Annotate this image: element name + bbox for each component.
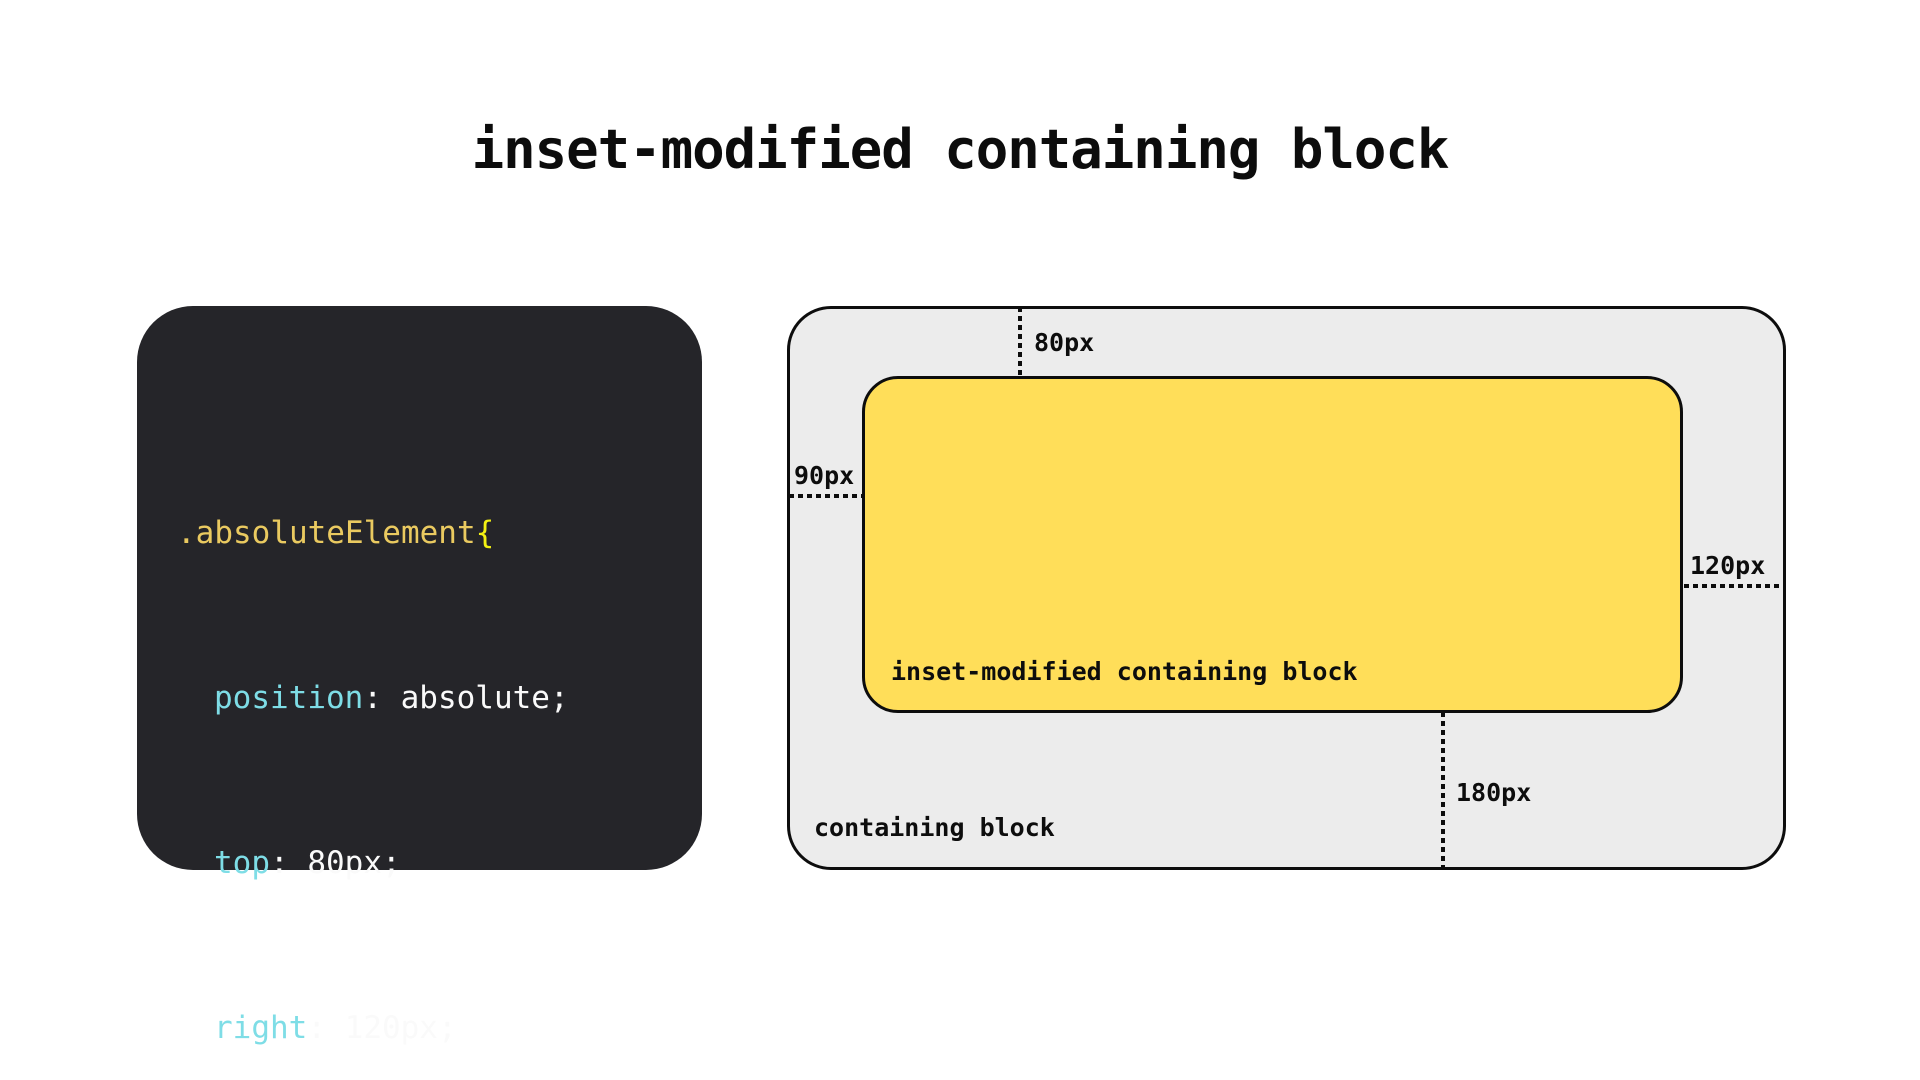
css-value-position: : absolute; [363,680,569,716]
open-brace: { [475,515,495,551]
css-property-top: top [214,845,270,881]
css-value-top: : 80px; [270,845,401,881]
right-dimension-line [1684,584,1786,588]
bottom-dimension-line [1441,712,1445,869]
css-property-position: position [214,680,364,716]
code-line-top: top: 80px; [177,836,569,891]
left-dimension-label: 90px [794,461,855,490]
css-code-card: .absoluteElement{ position: absolute; to… [137,306,702,1046]
containing-block-label: containing block [814,813,1055,842]
css-property-right: right [214,1010,308,1046]
top-dimension-line [1018,307,1022,377]
page-title: inset-modified containing block [471,118,1450,181]
inset-modified-containing-block-box: inset-modified containing block [862,376,1683,713]
code-line-position: position: absolute; [177,671,569,726]
top-dimension-label: 80px [1034,328,1095,357]
css-value-right: : 120px; [307,1010,457,1046]
css-code: .absoluteElement{ position: absolute; to… [177,396,569,1080]
css-selector: .absoluteElement [177,515,476,551]
code-line-selector: .absoluteElement{ [177,506,569,561]
code-line-right: right: 120px; [177,1001,569,1056]
inset-modified-containing-block-label: inset-modified containing block [891,657,1358,686]
left-dimension-line [789,494,863,498]
right-dimension-label: 120px [1690,551,1766,580]
bottom-dimension-label: 180px [1456,778,1532,807]
